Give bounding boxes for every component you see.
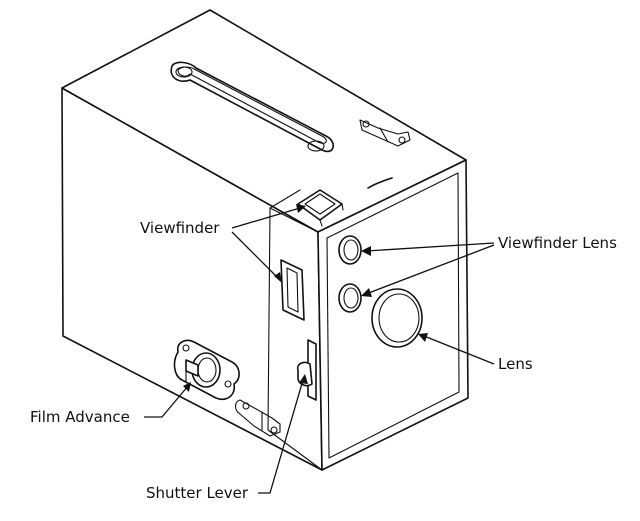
shutter-lever — [296, 339, 317, 401]
viewfinder-lens-lower — [338, 283, 362, 313]
top-viewfinder-window — [297, 189, 344, 227]
side-latch-hinge — [234, 399, 281, 437]
top-latch-hinge — [359, 119, 411, 147]
viewfinder-lens-upper — [338, 235, 362, 265]
top-slot — [367, 177, 393, 189]
viewfinder-housing-edge — [267, 207, 323, 471]
label-film-advance: Film Advance — [30, 408, 130, 426]
film-advance-knob — [173, 339, 240, 400]
side-viewfinder-window — [280, 259, 305, 321]
label-shutter-lever: Shutter Lever — [146, 484, 249, 502]
carry-strap — [170, 61, 334, 153]
leader-lines — [144, 204, 495, 494]
camera-body — [61, 9, 469, 471]
main-lens — [371, 288, 423, 348]
label-lens: Lens — [498, 355, 533, 373]
front-face-bezel — [326, 172, 460, 459]
label-viewfinder: Viewfinder — [140, 219, 220, 237]
label-viewfinder-lens: Viewfinder Lens — [498, 234, 617, 252]
